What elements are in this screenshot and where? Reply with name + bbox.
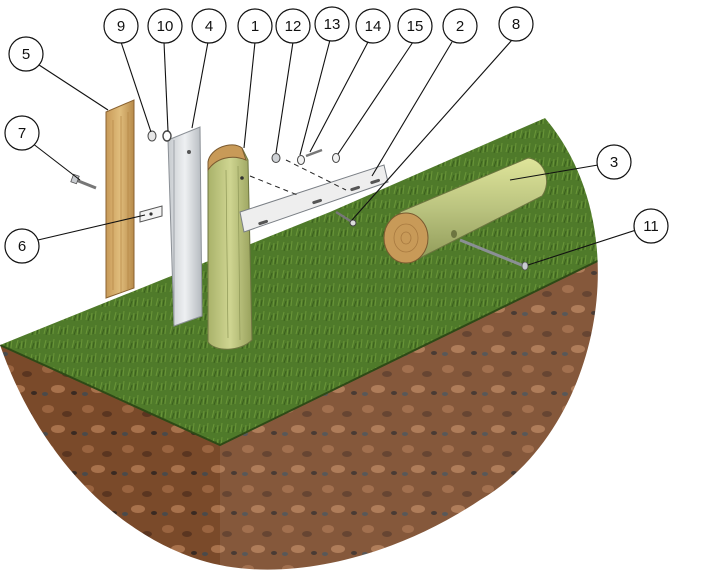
- callout-10: 10: [147, 8, 183, 44]
- callout-8-label: 8: [512, 16, 520, 33]
- callout-5: 5: [8, 36, 44, 72]
- callout-7: 7: [4, 115, 40, 151]
- callout-15-label: 15: [407, 18, 424, 35]
- callout-1: 1: [237, 8, 273, 44]
- callout-11: 11: [633, 208, 669, 244]
- part-10-nut: [162, 130, 172, 142]
- part-8-screw: [335, 210, 357, 227]
- part-2-slotted-plate: [239, 164, 389, 233]
- part-14-bolt: [305, 148, 323, 158]
- callout-3-label: 3: [610, 154, 618, 171]
- callout-8: 8: [498, 6, 534, 42]
- callout-13-label: 13: [324, 16, 341, 33]
- part-4-steel-channel: [167, 126, 203, 327]
- part-9-washer: [147, 130, 157, 142]
- callout-10-label: 10: [157, 18, 174, 35]
- callout-6: 6: [4, 228, 40, 264]
- part-7-bolt: [70, 173, 97, 190]
- callout-1-label: 1: [251, 18, 259, 35]
- callout-9-label: 9: [117, 18, 125, 35]
- callout-2: 2: [442, 8, 478, 44]
- part-1-timber-post: [207, 144, 253, 350]
- part-12-nut: [271, 153, 281, 163]
- callout-14-label: 14: [365, 18, 382, 35]
- callout-7-label: 7: [18, 125, 26, 142]
- callout-12-label: 12: [285, 18, 302, 35]
- callout-5-label: 5: [22, 46, 30, 63]
- alignment-line: [249, 159, 347, 197]
- callout-15: 15: [397, 8, 433, 44]
- part-5-timber-board: [105, 99, 135, 299]
- callout-11-label: 11: [643, 218, 659, 235]
- part-13-washer: [297, 155, 305, 165]
- callout-2-label: 2: [456, 18, 464, 35]
- callout-4-label: 4: [205, 18, 213, 35]
- callout-14: 14: [355, 8, 391, 44]
- callout-9: 9: [103, 8, 139, 44]
- callout-12: 12: [275, 8, 311, 44]
- callout-3: 3: [596, 144, 632, 180]
- part-11-spike: [459, 238, 529, 271]
- callout-4: 4: [191, 8, 227, 44]
- leader-lines: [31, 39, 637, 266]
- part-15-washer: [332, 153, 340, 163]
- callout-13: 13: [314, 6, 350, 42]
- callout-6-label: 6: [18, 238, 26, 255]
- part-3-log-rail: [383, 157, 547, 264]
- part-6-plate: [139, 205, 163, 223]
